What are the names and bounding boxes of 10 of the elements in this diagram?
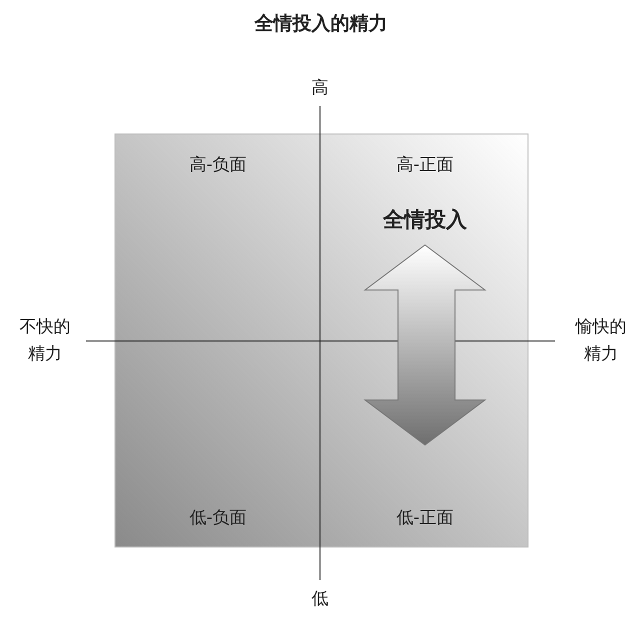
axis-label: 不快的精力 [18, 316, 72, 366]
quadrant-label: 高-负面 [189, 154, 247, 176]
quadrant-label: 低-正面 [396, 506, 454, 530]
axis-label: 低 [312, 588, 328, 610]
diagram-title: 全情投入的精力 [254, 12, 388, 36]
arrow-label: 全情投入 [383, 206, 467, 234]
quadrant-label: 高-正面 [396, 154, 454, 176]
axis-label: 高 [312, 76, 328, 100]
axis-label: 愉快的精力 [574, 316, 628, 366]
quadrant-label: 低-负面 [189, 506, 247, 530]
